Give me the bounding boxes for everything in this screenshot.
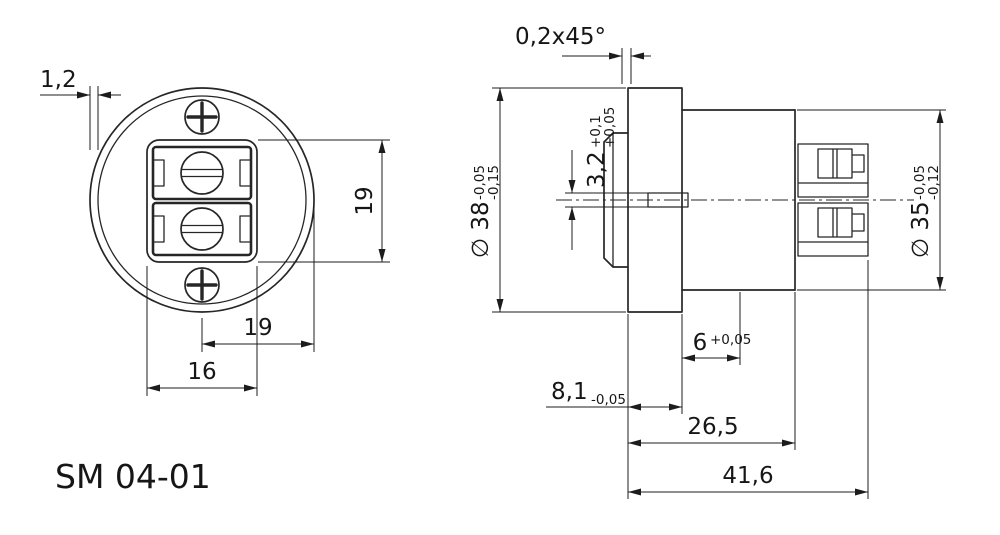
dim-flange-dia-tol-upper: -0,05 — [472, 165, 488, 200]
terminal-block-outline — [146, 139, 258, 263]
clamp-right-top — [239, 159, 252, 187]
dim-slot-width: 3,2 +0,1 +0,05 — [565, 107, 648, 250]
flange-profile — [627, 87, 683, 313]
phillips-screw-bottom — [184, 267, 220, 303]
dim-body-dia-label: ∅ 35 — [908, 201, 934, 258]
phillips-screw-top — [184, 99, 220, 135]
dim-body-length: 26,5 — [628, 292, 796, 450]
dim-slot-tol-lower: +0,05 — [602, 107, 618, 148]
dim-flange-dia: ∅ 38 -0,05 -0,15 — [468, 87, 626, 313]
housing-front — [89, 87, 315, 313]
terminal-screw-bottom — [180, 207, 224, 251]
side-view: 0,2x45° ∅ 38 -0,05 -0,15 3,2 +0,1 +0,05 — [468, 24, 946, 499]
dim-body-dia: ∅ 35 -0,05 -0,12 — [797, 109, 946, 291]
dim-total-length-label: 41,6 — [722, 463, 773, 489]
dim-flange-dia-label: ∅ 38 — [468, 201, 494, 258]
dim-chamfer-label: 0,2x45° — [515, 24, 606, 50]
dim-total-length: 41,6 — [628, 260, 869, 499]
dim-chamfer: 0,2x45° — [515, 24, 651, 84]
dim-block-height: 19 — [258, 139, 390, 263]
chamfer-circle — [97, 95, 307, 305]
dim-flange-thickness-tol: -0,05 — [591, 392, 626, 408]
flange-outline-circle — [89, 87, 315, 313]
dim-body-length-label: 26,5 — [687, 414, 738, 440]
front-face-profile — [603, 132, 629, 268]
clamp-left-bottom — [152, 215, 165, 243]
dim-center-offset-label: 19 — [243, 315, 272, 341]
clamp-left-top — [152, 159, 165, 187]
dim-center-offset: 19 — [201, 206, 315, 352]
terminal-top-profile — [797, 143, 869, 198]
terminal-bottom-profile — [797, 202, 869, 257]
dim-block-height-label: 19 — [352, 186, 378, 215]
dim-groove-offset-label: 6 — [693, 330, 708, 356]
dim-body-dia-tol-upper: -0,05 — [912, 165, 928, 200]
dim-slot-width-label: 3,2 — [584, 151, 610, 188]
dim-lip-width-label: 1,2 — [40, 67, 77, 93]
dim-block-width-label: 16 — [187, 359, 216, 385]
dim-slot-tol-upper: +0,1 — [588, 115, 604, 148]
dim-flange-dia-tol-lower: -0,15 — [486, 165, 502, 200]
dim-lip-width: 1,2 — [40, 67, 121, 150]
dim-flange-thickness-label: 8,1 — [551, 379, 588, 405]
dim-block-width: 16 — [146, 266, 258, 396]
drawing-title: SM 04-01 — [55, 457, 211, 496]
front-view: 1,2 — [40, 67, 390, 396]
terminal-screw-top — [180, 151, 224, 195]
dim-groove-offset-tol: +0,05 — [710, 332, 751, 348]
body-profile — [681, 109, 796, 291]
dim-flange-thickness: 8,1 -0,05 — [546, 314, 683, 499]
dim-groove-offset: 6 +0,05 — [682, 292, 751, 365]
terminal-cell-bottom — [151, 201, 253, 257]
slot-profile — [647, 192, 689, 208]
clamp-right-bottom — [239, 215, 252, 243]
dim-body-dia-tol-lower: -0,12 — [926, 165, 942, 200]
terminal-cell-top — [151, 145, 253, 201]
terminal-block-front — [146, 139, 258, 263]
